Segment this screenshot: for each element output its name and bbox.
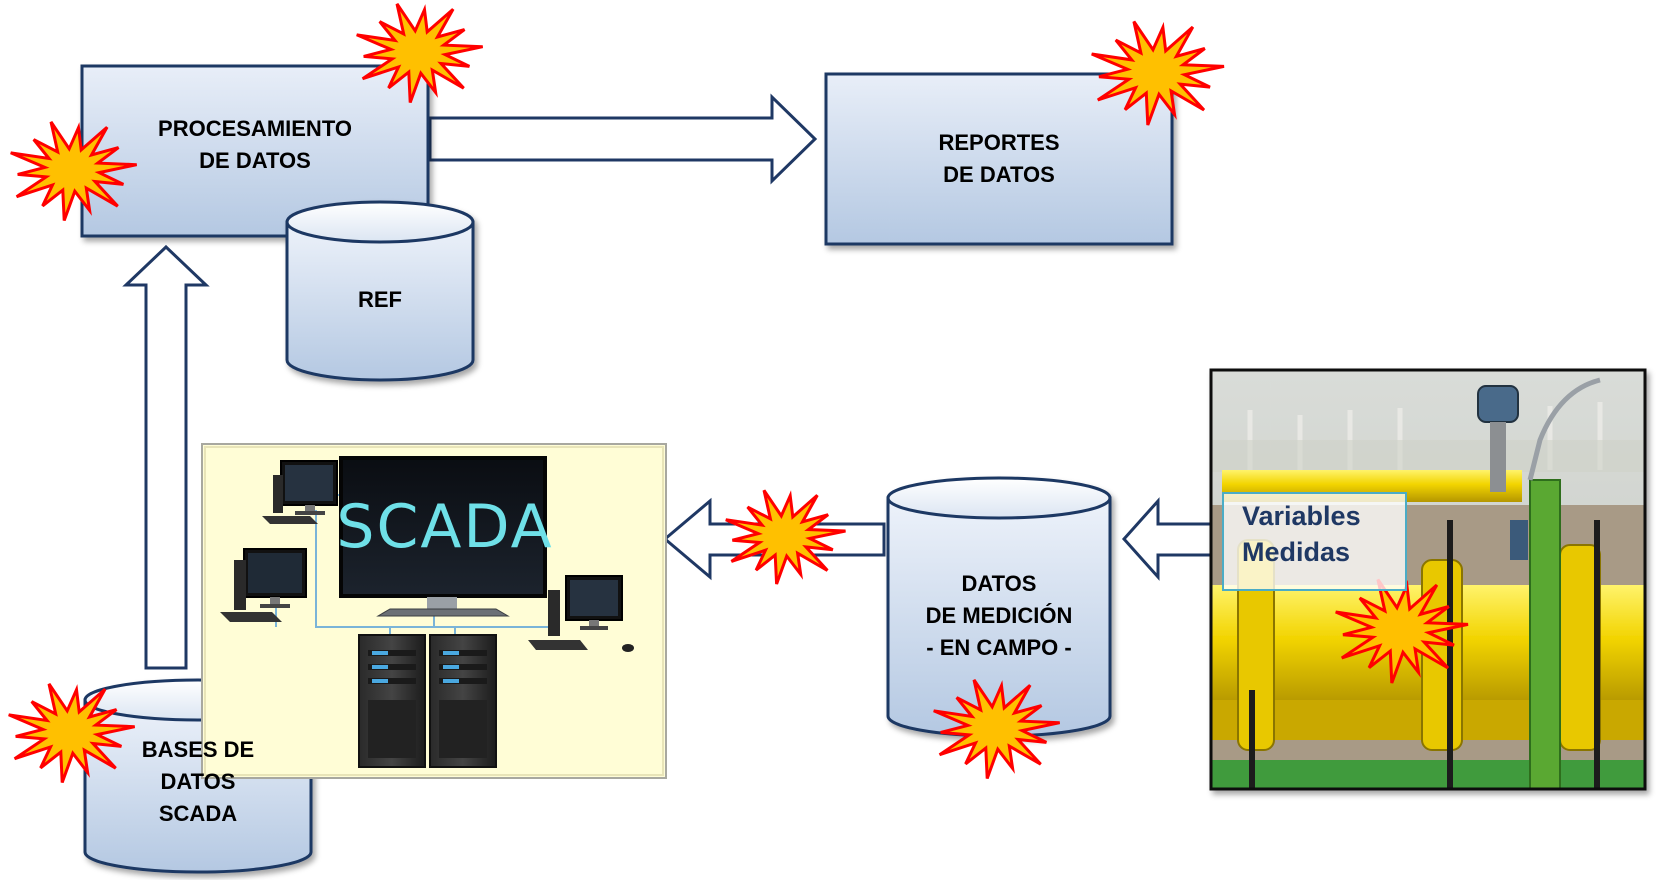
variables-medidas-caption: Variables Medidas (1222, 492, 1407, 591)
arrow-field-to-medicion (1121, 497, 1224, 581)
arrow-procesamiento-to-reportes (428, 93, 818, 185)
burst-procesamiento-top-icon (356, 3, 484, 104)
computer-icon (528, 575, 634, 652)
server-icon (358, 634, 426, 768)
burst-procesamiento-left-icon (10, 121, 138, 222)
scada-panel: SCADA (201, 443, 667, 779)
burst-bases-scada-icon (8, 683, 136, 784)
burst-reportes-icon (1091, 20, 1225, 126)
reportes-box (824, 72, 1174, 246)
server-icon (429, 634, 497, 768)
variables-medidas-line-1: Variables (1242, 501, 1361, 531)
ref-cylinder-icon (285, 200, 475, 382)
burst-field-photo-icon (1335, 578, 1469, 684)
instrument-stands (1249, 520, 1600, 789)
computer-icon (262, 460, 338, 524)
transmitter-icon (1477, 385, 1528, 560)
burst-datos-medicion-icon (933, 679, 1061, 780)
computer-icon (220, 548, 307, 622)
burst-arrow-medicion-icon (725, 489, 846, 585)
scada-screen-text: SCADA (336, 492, 553, 562)
variables-medidas-line-2: Medidas (1242, 537, 1351, 568)
arrow-bases-up-to-procesamiento (122, 244, 210, 670)
scada-monitor-icon: SCADA (336, 456, 553, 617)
